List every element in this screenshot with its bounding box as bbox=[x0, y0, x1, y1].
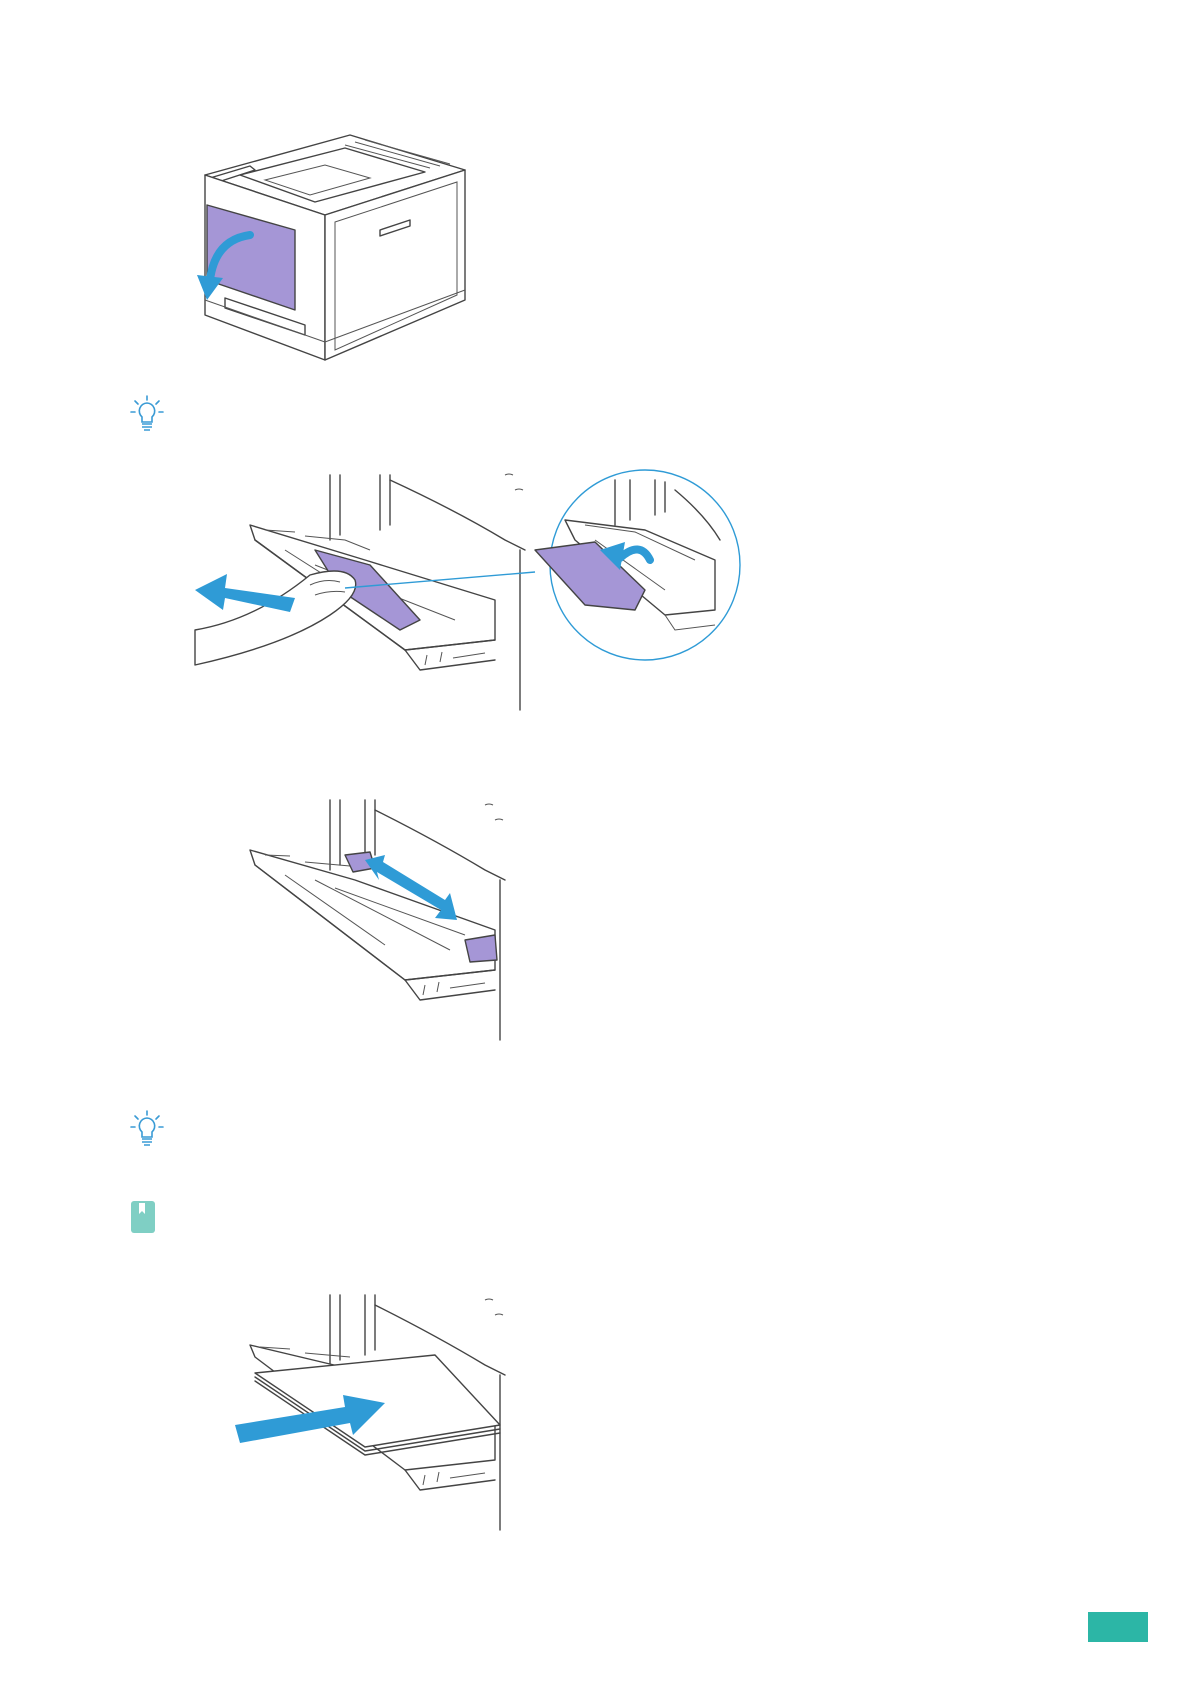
paper-insert-mpf-illustration bbox=[235, 1295, 545, 1530]
width-guides-slide-illustration bbox=[245, 800, 545, 1045]
mpf-extension-pull-out-illustration bbox=[195, 470, 765, 715]
printer-open-front-cover-illustration bbox=[195, 130, 475, 365]
page-number-tab bbox=[1088, 1612, 1148, 1642]
bookmark-icon bbox=[130, 1200, 156, 1234]
lightbulb-icon bbox=[130, 1110, 164, 1148]
lightbulb-icon bbox=[130, 395, 164, 433]
